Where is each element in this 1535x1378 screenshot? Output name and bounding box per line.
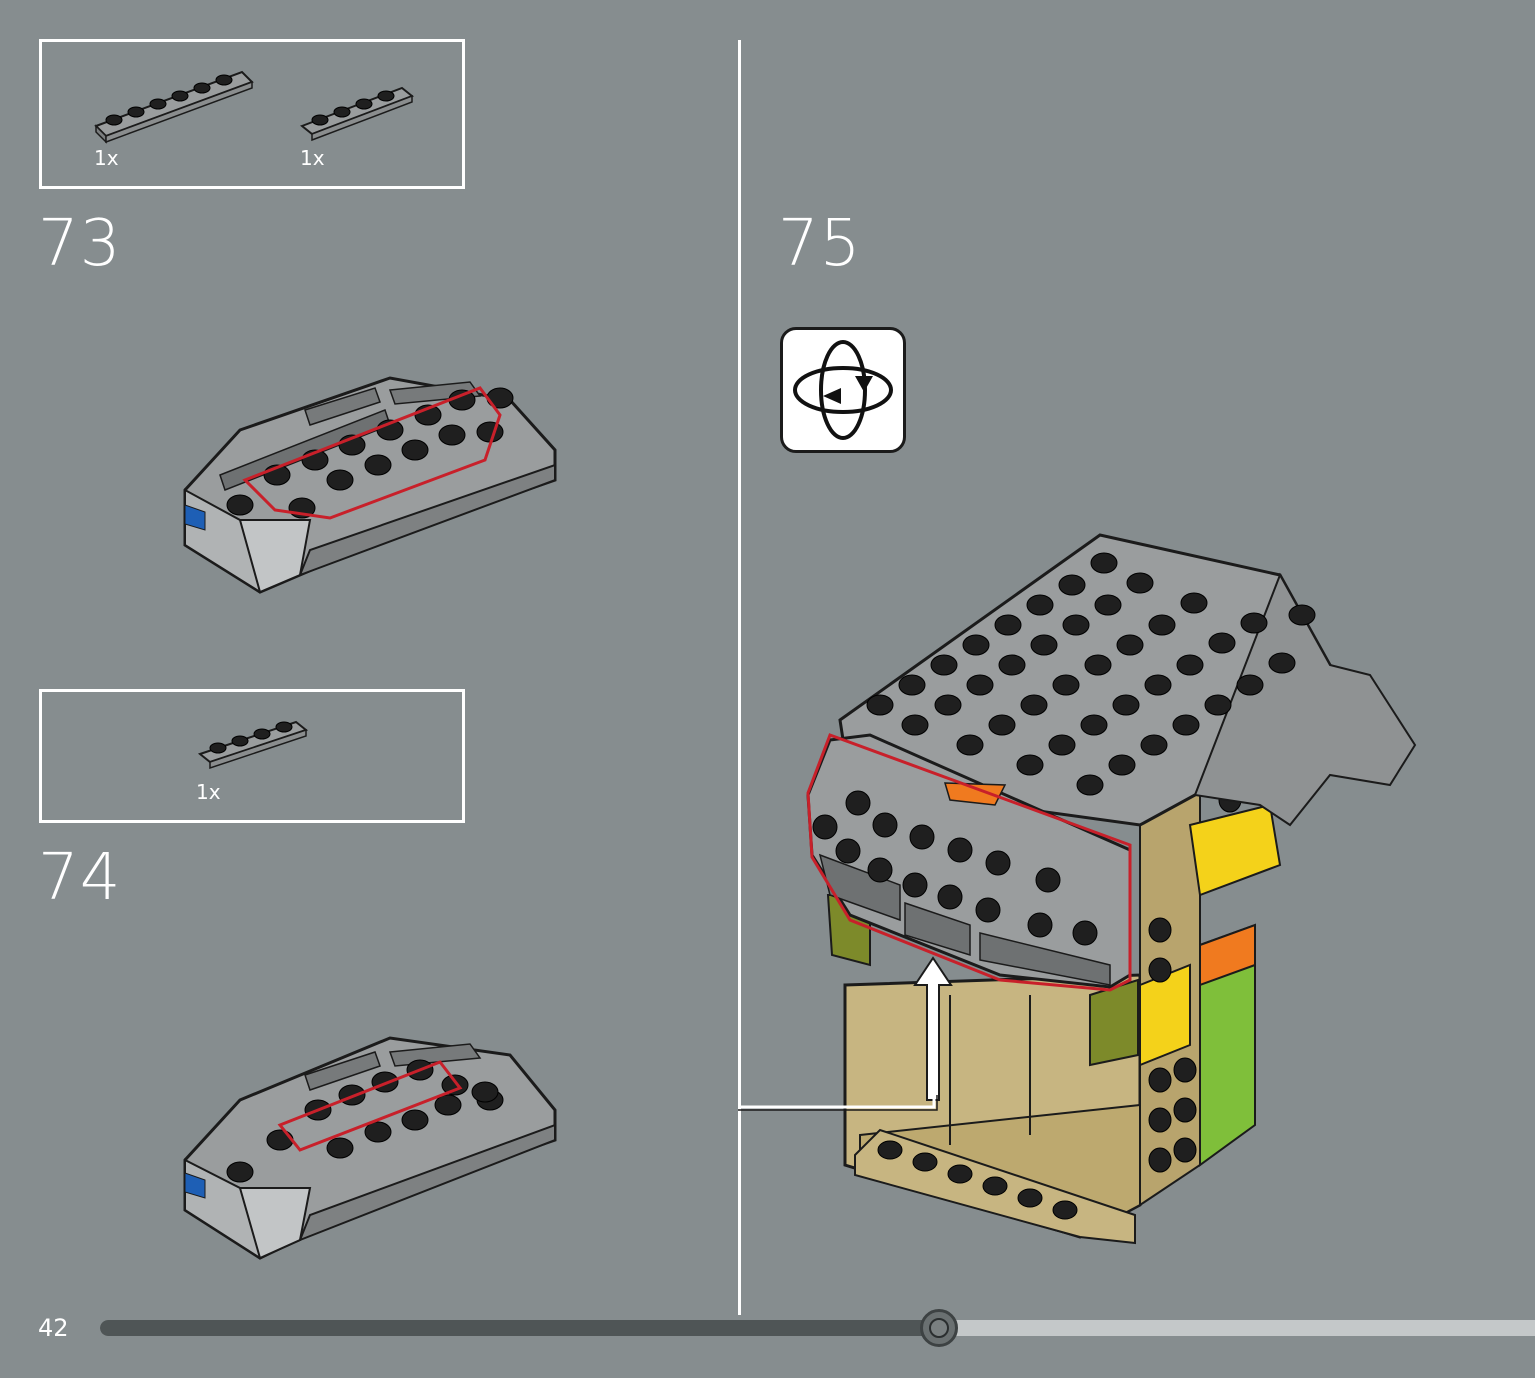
plate-1x4-icon [300, 86, 414, 142]
step-number: 74 [38, 841, 122, 915]
column-divider [738, 40, 741, 1315]
step-73-model-illustration [183, 376, 557, 594]
step-75-model-illustration [806, 533, 1417, 1245]
progress-knob [920, 1309, 958, 1347]
rotate-model-icon [780, 327, 906, 453]
part-quantity: 1x [94, 146, 119, 170]
plate-1x6-icon [94, 70, 254, 144]
parts-callout-step-73: 1x 1x [39, 39, 465, 189]
callout-pointer-line [738, 1095, 938, 1111]
step-74-model-illustration [183, 1036, 557, 1260]
step-number: 75 [778, 207, 862, 281]
progress-fill [100, 1320, 939, 1336]
plate-1x4-icon [197, 720, 309, 770]
part-quantity: 1x [196, 780, 221, 804]
page-number: 42 [38, 1314, 69, 1342]
step-number: 73 [38, 207, 122, 281]
parts-callout-step-74: 1x [39, 689, 465, 823]
part-quantity: 1x [300, 146, 325, 170]
